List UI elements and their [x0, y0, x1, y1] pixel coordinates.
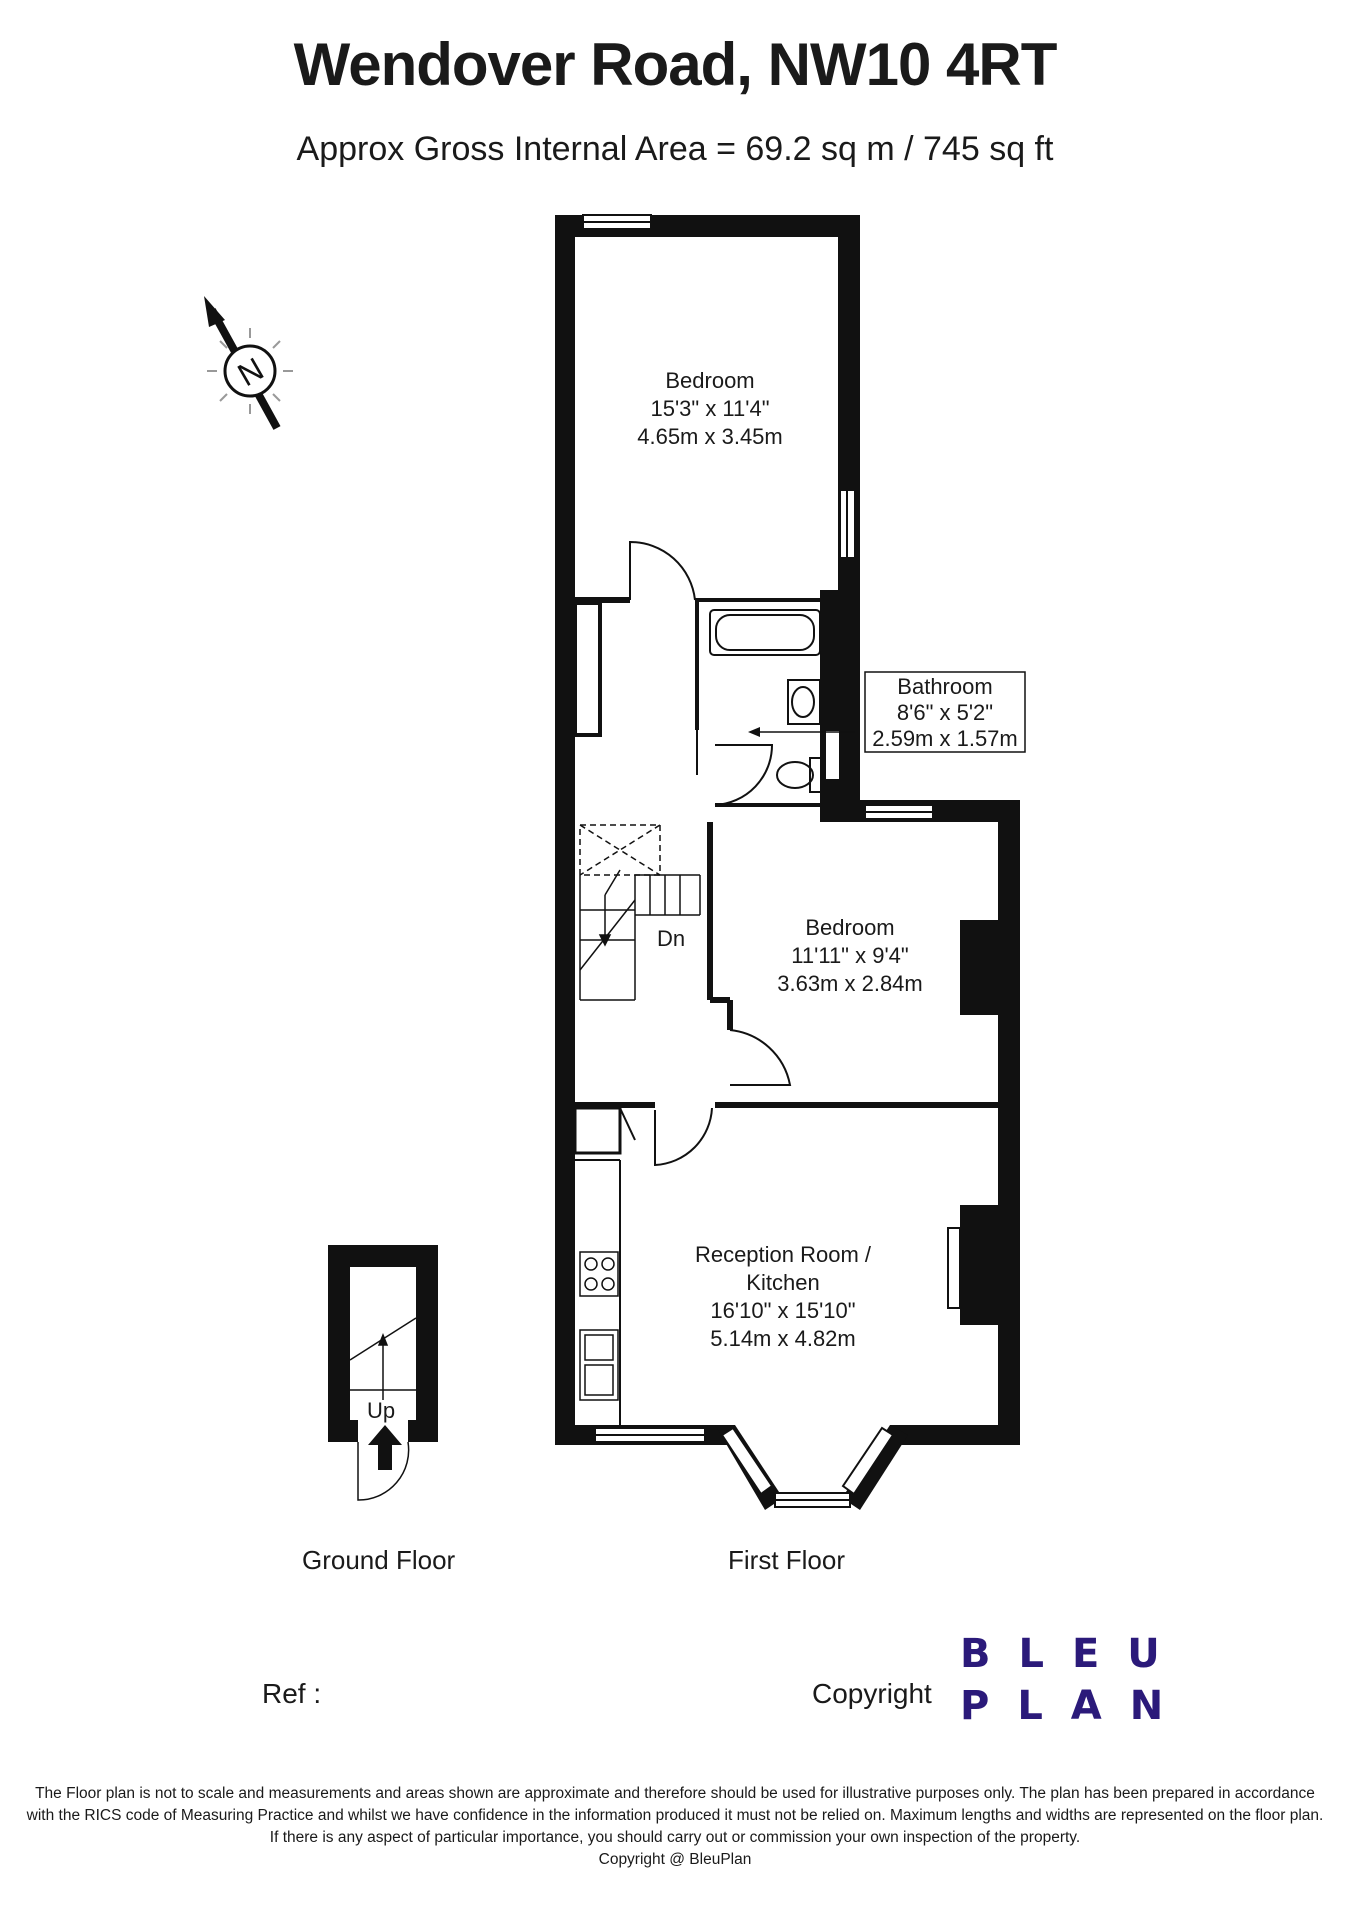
doors	[619, 540, 792, 1167]
kitchen-worktop	[575, 1159, 621, 1425]
bathroom-entry-arrow	[748, 727, 855, 737]
reception-metric: 5.14m x 4.82m	[710, 1326, 856, 1351]
disclaimer-line-1: The Floor plan is not to scale and measu…	[35, 1785, 1315, 1802]
bedroom2-label: Bedroom 11'11" x 9'4" 3.63m x 2.84m	[777, 915, 923, 996]
bedroom1-metric: 4.65m x 3.45m	[637, 424, 783, 449]
interior-walls	[573, 597, 1000, 1155]
first-floor-label: First Floor	[728, 1545, 845, 1575]
hob-icon	[579, 1251, 619, 1297]
bathroom-label-box	[864, 671, 1026, 753]
bathroom-metric: 2.59m x 1.57m	[872, 726, 1018, 751]
reception-imperial: 16'10" x 15'10"	[710, 1298, 855, 1323]
basin-icon	[787, 679, 821, 725]
property-title: Wendover Road, NW10 4RT	[293, 31, 1058, 98]
bedroom2-name: Bedroom	[805, 915, 894, 940]
ground-floor-label: Ground Floor	[302, 1545, 456, 1575]
disclaimer-line-4: Copyright @ BleuPlan	[598, 1851, 752, 1868]
reference-label: Ref :	[262, 1678, 322, 1709]
bathroom-imperial: 8'6" x 5'2"	[897, 700, 993, 725]
chimney-breasts	[960, 920, 1000, 1325]
disclaimer-line-2: with the RICS code of Measuring Practice…	[26, 1807, 1324, 1824]
bedroom2-metric: 3.63m x 2.84m	[777, 971, 923, 996]
north-compass-icon: N	[204, 296, 293, 430]
stairs-down-label: Dn	[657, 926, 685, 951]
windows	[582, 214, 934, 1508]
fireplace-hearth	[947, 1227, 961, 1309]
toilet-icon	[776, 757, 823, 793]
bathroom-name: Bathroom	[897, 674, 992, 699]
disclaimer-line-3: If there is any aspect of particular imp…	[269, 1829, 1081, 1846]
copyright-label: Copyright	[812, 1678, 932, 1709]
reception-name-line1: Reception Room /	[695, 1242, 872, 1267]
bedroom1-label: Bedroom 15'3" x 11'4" 4.65m x 3.45m	[637, 368, 783, 449]
ground-floor-staircase	[349, 1317, 417, 1501]
bathtub-icon	[709, 609, 821, 656]
entrance-arrow-icon	[368, 1425, 402, 1470]
bathroom-label: Bathroom 8'6" x 5'2" 2.59m x 1.57m	[872, 674, 1018, 751]
logo-line-1: BLEU	[960, 1631, 1188, 1677]
bedroom1-imperial: 15'3" x 11'4"	[650, 396, 769, 421]
ground-floor-walls	[328, 1245, 438, 1442]
gross-internal-area: Approx Gross Internal Area = 69.2 sq m /…	[296, 130, 1054, 168]
stairs-up-label: Up	[367, 1398, 395, 1423]
reception-name-line2: Kitchen	[746, 1270, 819, 1295]
bedroom2-imperial: 11'11" x 9'4"	[791, 943, 908, 968]
reception-label: Reception Room / Kitchen 16'10" x 15'10"…	[695, 1242, 872, 1351]
staircase-down	[579, 824, 701, 1001]
sink-icon	[579, 1329, 619, 1401]
disclaimer: The Floor plan is not to scale and measu…	[10, 1783, 1340, 1871]
bleuplan-logo: BLEU PLAN	[960, 1628, 1191, 1732]
logo-line-2: PLAN	[960, 1683, 1192, 1729]
bedroom1-name: Bedroom	[665, 368, 754, 393]
